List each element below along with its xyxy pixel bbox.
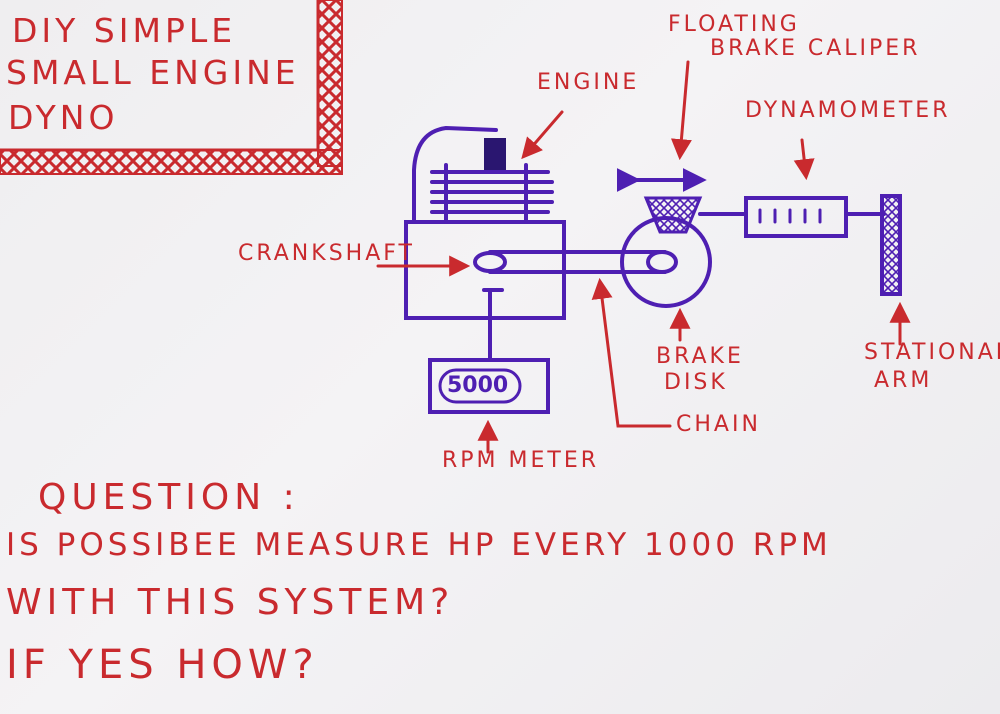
caliper-arrow: [670, 60, 692, 161]
label-crankshaft: CRANKSHAFT: [238, 241, 415, 266]
title-line-1: DIY SIMPLE: [12, 11, 237, 50]
drivetrain: [473, 216, 712, 362]
title-line-2: SMALL ENGINE: [6, 53, 300, 92]
label-floating: FLOATING: [668, 12, 800, 37]
rpm-display-frame: [438, 368, 522, 404]
disk-sprocket: [646, 250, 678, 274]
rpm-meter-box: [428, 358, 550, 414]
rpm-display-value: 5000: [447, 373, 509, 398]
label-rpm-meter: RPM METER: [442, 448, 600, 473]
dynamometer-body: [744, 196, 848, 238]
question-line-2: WITH THIS SYSTEM?: [6, 582, 455, 623]
dynamometer-arrow: [793, 138, 815, 181]
title-frame: [0, 0, 343, 175]
engine-cover: [412, 125, 498, 224]
crankshaft-sprocket: [473, 251, 507, 273]
question-line-1: IS POSSIBEE MEASURE HP EVERY 1000 RPM: [6, 527, 832, 563]
title-line-3: DYNO: [8, 98, 119, 137]
label-stationary: STATIONARY: [864, 340, 1000, 365]
label-engine: ENGINE: [537, 70, 640, 95]
pointer-arrows: [376, 60, 911, 454]
chain-arrow: [591, 277, 672, 428]
question-heading: QUESTION :: [38, 477, 300, 518]
label-brake-caliper: BRAKE CALIPER: [710, 36, 921, 61]
label-dynamometer: DYNAMOMETER: [745, 98, 951, 123]
floating-brake-caliper: [616, 168, 707, 234]
stationary-arm: [880, 194, 902, 296]
dynamometer: [698, 196, 886, 238]
label-brake: BRAKE: [656, 344, 744, 369]
engine-arrow: [521, 110, 564, 160]
label-chain: CHAIN: [676, 412, 761, 437]
engine: [404, 125, 566, 320]
spark-plug: [484, 138, 506, 170]
question-line-3: IF YES HOW?: [6, 642, 319, 688]
label-arm: ARM: [874, 368, 933, 393]
label-disk: DISK: [664, 370, 728, 395]
dynamometer-scale: [758, 208, 822, 224]
